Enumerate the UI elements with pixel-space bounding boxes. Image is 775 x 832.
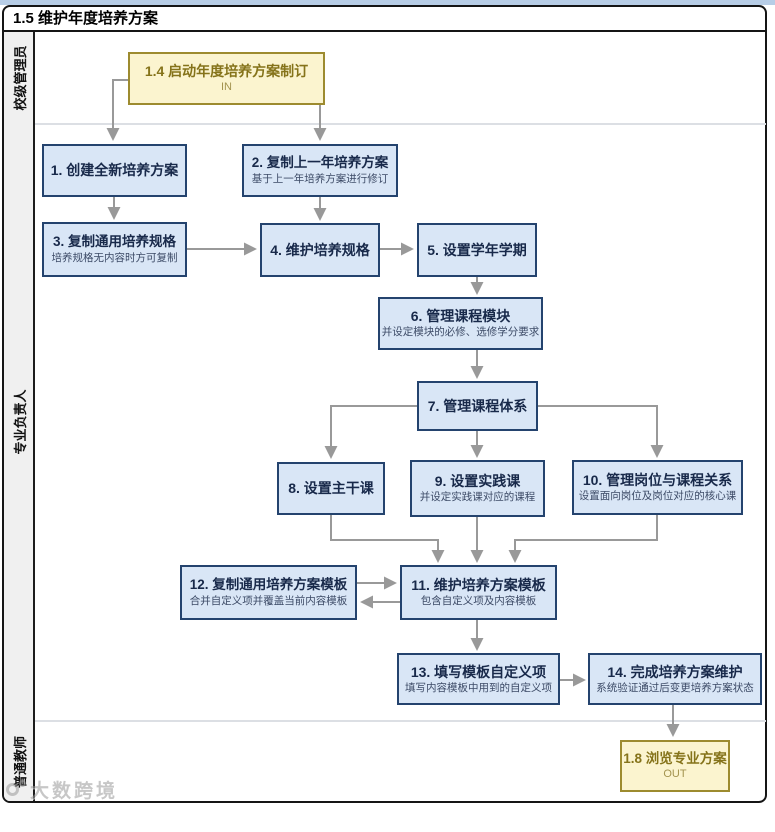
lane-label-teacher: 普通教师 xyxy=(13,736,28,789)
node-subtitle: 填写内容模板中用到的自定义项 xyxy=(405,681,552,694)
node-manage-post-course-relation: 10. 管理岗位与课程关系 设置面向岗位及岗位对应的核心课 xyxy=(572,460,743,515)
node-title: 3. 复制通用培养规格 xyxy=(52,234,176,250)
watermark: 大数跨境 xyxy=(6,776,118,803)
node-start-plan-formulation: 1.4 启动年度培养方案制订 IN xyxy=(128,52,325,105)
window-edge-strip xyxy=(0,0,775,5)
node-title: 1.4 启动年度培养方案制订 xyxy=(144,62,309,79)
node-subtitle: 并设定实践课对应的课程 xyxy=(419,491,536,504)
node-title: 13. 填写模板自定义项 xyxy=(410,663,547,680)
node-title: 1. 创建全新培养方案 xyxy=(50,162,179,179)
node-complete-plan-maintenance: 14. 完成培养方案维护 系统验证通过后变更培养方案状态 xyxy=(588,653,762,705)
node-fill-custom-fields: 13. 填写模板自定义项 填写内容模板中用到的自定义项 xyxy=(397,653,560,705)
node-title: 4. 维护培养规格 xyxy=(270,241,370,258)
node-title: 1.8 浏览专业方案 xyxy=(623,750,727,766)
node-subtitle: 系统验证通过后变更培养方案状态 xyxy=(596,681,754,694)
watermark-logo-icon xyxy=(6,779,26,800)
node-title: 5. 设置学年学期 xyxy=(427,241,527,258)
node-manage-course-system: 7. 管理课程体系 xyxy=(417,381,538,431)
node-title: 2. 复制上一年培养方案 xyxy=(251,155,389,171)
node-title: 7. 管理课程体系 xyxy=(427,397,528,414)
node-copy-general-template: 12. 复制通用培养方案模板 合并自定义项并覆盖当前内容模板 xyxy=(180,565,357,620)
node-io-tag: IN xyxy=(221,80,232,93)
node-title: 10. 管理岗位与课程关系 xyxy=(582,472,733,489)
lane-divider-2 xyxy=(35,720,766,722)
node-title: 8. 设置主干课 xyxy=(288,480,374,497)
node-title: 12. 复制通用培养方案模板 xyxy=(189,577,348,593)
node-browse-major-plan: 1.8 浏览专业方案 OUT xyxy=(620,740,730,792)
node-set-main-courses: 8. 设置主干课 xyxy=(277,462,385,515)
diagram-title: 1.5 维护年度培养方案 xyxy=(13,10,159,27)
node-title: 6. 管理课程模块 xyxy=(410,308,511,325)
node-title: 11. 维护培养方案模板 xyxy=(411,577,546,594)
watermark-text: 大数跨境 xyxy=(30,781,119,802)
node-set-practice-courses: 9. 设置实践课 并设定实践课对应的课程 xyxy=(410,460,545,517)
node-subtitle: 培养规格无内容时方可复制 xyxy=(51,251,178,264)
node-set-academic-terms: 5. 设置学年学期 xyxy=(417,223,537,277)
node-maintain-spec: 4. 维护培养规格 xyxy=(260,223,380,277)
diagram-title-bar: 1.5 维护年度培养方案 xyxy=(2,5,767,32)
node-subtitle: 并设定模块的必修、选修学分要求 xyxy=(381,326,540,339)
node-subtitle: 包含自定义项及内容模板 xyxy=(420,595,537,608)
lane-label-major-leader: 专业负责人 xyxy=(13,389,28,455)
node-manage-course-modules: 6. 管理课程模块 并设定模块的必修、选修学分要求 xyxy=(378,297,543,350)
lane-divider-1 xyxy=(35,123,766,125)
node-io-tag: OUT xyxy=(663,768,687,781)
node-subtitle: 合并自定义项并覆盖当前内容模板 xyxy=(189,594,348,607)
node-subtitle: 基于上一年培养方案进行修订 xyxy=(251,172,389,185)
swimlane-label-column xyxy=(4,32,35,801)
node-title: 14. 完成培养方案维护 xyxy=(607,663,743,680)
node-create-new-plan: 1. 创建全新培养方案 xyxy=(42,144,187,197)
node-subtitle: 设置面向岗位及岗位对应的核心课 xyxy=(578,490,737,503)
node-maintain-plan-template: 11. 维护培养方案模板 包含自定义项及内容模板 xyxy=(400,565,557,620)
node-copy-general-spec: 3. 复制通用培养规格 培养规格无内容时方可复制 xyxy=(42,222,187,277)
node-title: 9. 设置实践课 xyxy=(434,473,521,490)
node-copy-last-year-plan: 2. 复制上一年培养方案 基于上一年培养方案进行修订 xyxy=(242,144,398,197)
